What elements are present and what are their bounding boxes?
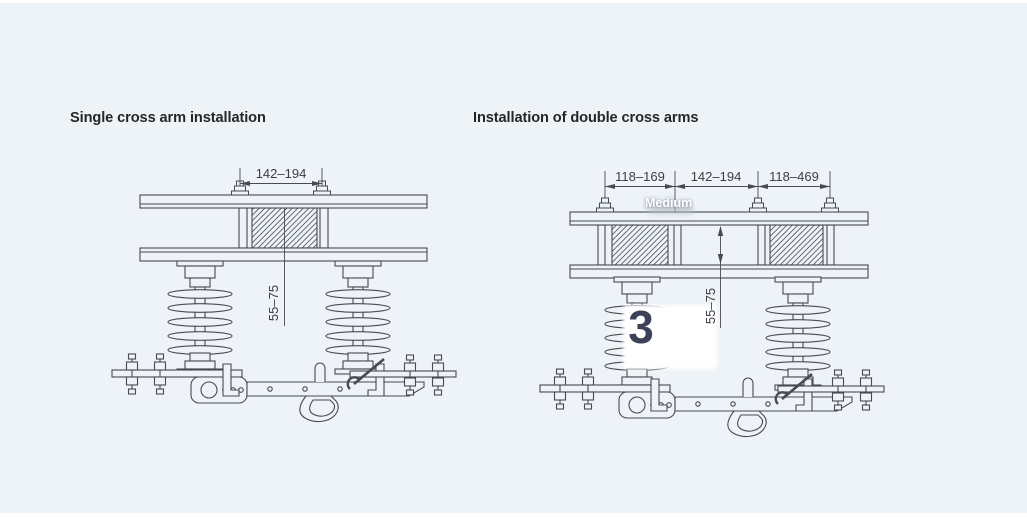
dimension-label-vertical: 55–75 xyxy=(703,288,718,324)
left-diagram-title: Single cross arm installation xyxy=(70,110,266,126)
right-diagram-title: Installation of double cross arms xyxy=(473,110,699,126)
watermark-smudge xyxy=(649,207,693,213)
switch-base-assembly xyxy=(538,367,886,438)
hatch-block xyxy=(769,224,824,266)
dimension-label-left: 118–169 xyxy=(615,169,665,184)
insulator xyxy=(167,260,233,375)
single-cross-arm-diagram xyxy=(110,168,458,423)
watermark: Medium xyxy=(645,196,693,210)
cross-arm-beam-bottom xyxy=(139,247,428,262)
dimension-label-vertical: 55–75 xyxy=(266,285,281,321)
cross-arm-beam-top xyxy=(139,194,428,209)
spacer-bar xyxy=(597,224,606,266)
mounting-bolt xyxy=(595,197,615,213)
mounting-bolt xyxy=(748,197,768,213)
dimension-label-center: 142–194 xyxy=(691,169,742,184)
switch-base-assembly xyxy=(110,352,458,423)
dimension-label-right: 118–469 xyxy=(769,169,819,184)
dimension-label-top: 142–194 xyxy=(256,166,307,181)
double-cross-arm-diagram xyxy=(538,171,886,438)
hatch-block xyxy=(611,224,669,266)
insulator xyxy=(325,260,391,375)
spacer-bar xyxy=(826,224,835,266)
dimension-line-top xyxy=(239,168,323,186)
spacer-bar xyxy=(757,224,766,266)
page-number-overlay: 3 xyxy=(628,301,654,353)
spacer-bar xyxy=(673,224,682,266)
dimension-lines-top xyxy=(604,171,831,212)
cross-arm-beam-bottom xyxy=(569,264,869,279)
white-overlay-patch xyxy=(623,305,717,369)
spacer-bar xyxy=(238,207,248,249)
dimension-line-vertical xyxy=(717,226,724,328)
insulator xyxy=(765,276,831,391)
spacer-bar xyxy=(319,207,329,249)
cross-arm-beam-top xyxy=(569,211,869,226)
mounting-bolt xyxy=(820,197,840,213)
